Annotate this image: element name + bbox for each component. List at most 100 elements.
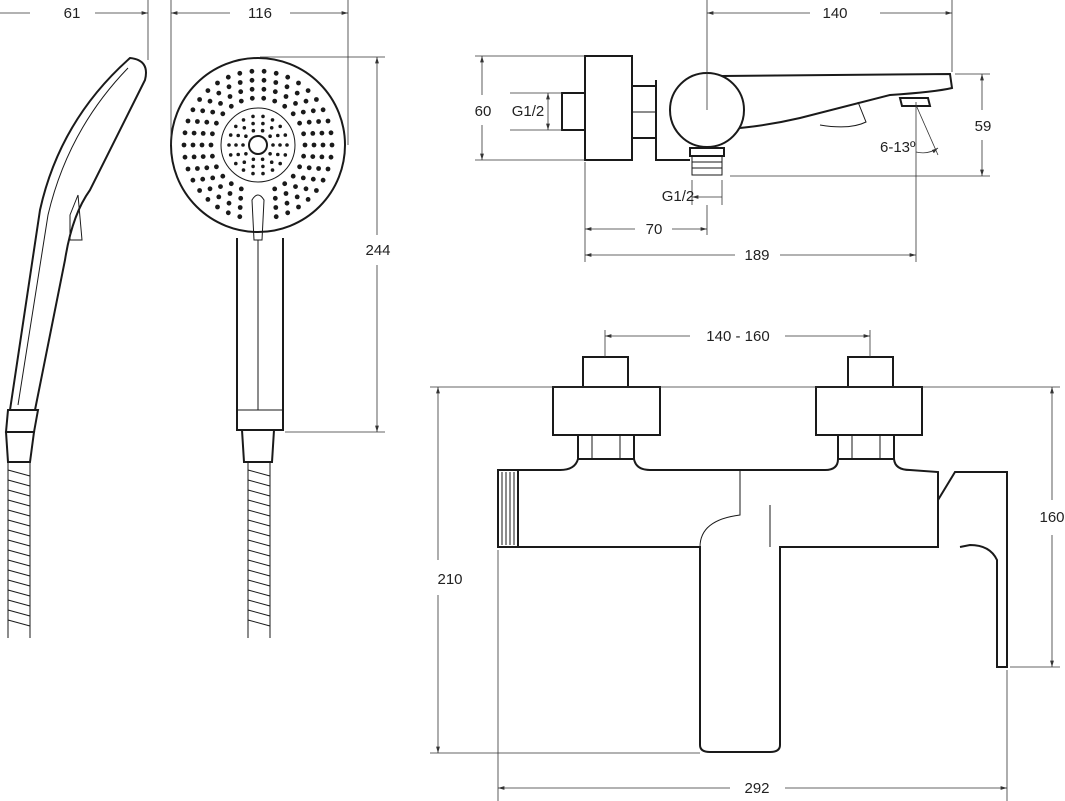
spray-nozzle (294, 90, 300, 96)
spray-nozzle (273, 70, 279, 76)
spray-nozzle (234, 161, 238, 166)
dim-shower-height: 244 (365, 242, 390, 259)
spray-nozzle (214, 164, 219, 170)
spray-nozzle (241, 143, 245, 147)
spray-nozzle (241, 168, 246, 172)
spray-nozzle (310, 131, 316, 136)
spray-nozzle (284, 84, 290, 90)
spray-nozzle (278, 161, 283, 166)
spray-nozzle (325, 118, 331, 124)
spray-nozzle (261, 86, 267, 92)
spray-nozzle (234, 143, 238, 147)
spray-nozzle (261, 77, 267, 83)
spray-nozzle (270, 168, 275, 172)
spray-nozzle (228, 153, 233, 157)
spray-nozzle (200, 108, 206, 114)
spray-nozzle (306, 119, 312, 125)
spray-nozzle (226, 84, 232, 90)
spray-nozzle (269, 126, 274, 130)
spray-nozzle (283, 133, 288, 137)
spray-nozzle (276, 152, 280, 157)
spray-nozzle (261, 114, 265, 119)
spray-nozzle (271, 143, 275, 147)
spray-nozzle (272, 195, 278, 201)
spray-nozzle (215, 80, 220, 86)
spray-nozzle (216, 194, 222, 200)
spray-nozzle (249, 77, 255, 83)
spray-nozzle (305, 88, 311, 93)
spray-nozzle (303, 98, 309, 104)
dim-inlet-centers: 140 - 160 (706, 328, 769, 345)
spray-nozzle (210, 153, 215, 159)
spray-nozzle (197, 97, 203, 102)
spray-nozzle (238, 195, 244, 201)
spray-nozzle (283, 94, 289, 99)
spray-nozzle (207, 98, 213, 104)
spray-nozzle (283, 153, 288, 157)
spray-nozzle (242, 126, 247, 130)
dim-total-depth: 189 (744, 247, 769, 264)
spray-nozzle (227, 94, 233, 99)
spray-nozzle (329, 142, 335, 148)
spray-nozzle (226, 200, 232, 206)
dim-outlet-thread: G1/2 (662, 188, 695, 205)
spray-nozzle (218, 184, 223, 190)
spray-nozzle (303, 186, 309, 192)
spray-nozzle (207, 186, 213, 192)
spray-nozzle (290, 173, 296, 179)
spray-nozzle (181, 142, 187, 148)
spray-nozzle (195, 166, 200, 171)
spray-nozzle (190, 142, 196, 148)
spray-nozzle (205, 197, 211, 202)
spray-nozzle (216, 90, 222, 96)
spray-nozzle (302, 142, 308, 148)
spray-nozzle (293, 101, 298, 106)
spray-nozzle (251, 114, 255, 119)
spray-nozzle (249, 95, 255, 101)
spray-nozzle (297, 120, 302, 126)
dim-spout-length: 140 (822, 5, 847, 22)
spray-nozzle (200, 176, 206, 182)
spray-nozzle (220, 111, 226, 117)
spray-nozzle (225, 210, 231, 216)
spray-nozzle (285, 210, 291, 216)
spray-nozzle (200, 131, 206, 136)
spray-nozzle (310, 108, 316, 114)
dim-handshower-width: 61 (64, 5, 81, 22)
spray-nozzle (310, 154, 316, 160)
spray-nozzle (191, 130, 197, 136)
spray-nozzle (251, 121, 255, 126)
dim-spout-height: 59 (975, 118, 992, 135)
spray-nozzle (244, 152, 248, 156)
spray-nozzle (210, 175, 216, 181)
spray-nozzle (328, 130, 334, 136)
spray-nozzle (251, 157, 256, 162)
spray-nozzle (268, 134, 272, 138)
spray-nozzle (244, 134, 248, 138)
spray-nozzle (185, 118, 191, 124)
spray-nozzle (185, 166, 191, 172)
spray-nozzle (325, 166, 331, 172)
spray-nozzle (182, 130, 188, 136)
spray-nozzle (316, 166, 321, 171)
spray-nozzle (249, 68, 255, 74)
spray-nozzle (215, 204, 220, 210)
spray-nozzle (190, 107, 196, 113)
spray-nozzle (214, 120, 219, 126)
spray-nozzle (314, 188, 319, 193)
spray-nozzle (251, 128, 256, 133)
spray-nozzle (283, 191, 289, 196)
dim-inlet-depth: 70 (646, 221, 663, 238)
spray-nozzle (273, 80, 279, 85)
spray-nozzle (270, 118, 275, 122)
spray-nozzle (234, 124, 238, 129)
spray-nozzle (319, 154, 325, 160)
spray-nozzle (319, 130, 325, 136)
spray-nozzle (290, 111, 296, 117)
spray-nozzle (296, 204, 301, 210)
spray-nozzle (191, 154, 197, 160)
spray-nozzle (297, 164, 302, 170)
spray-nozzle (190, 177, 196, 183)
spray-nozzle (316, 119, 321, 124)
spray-nozzle (210, 109, 216, 115)
